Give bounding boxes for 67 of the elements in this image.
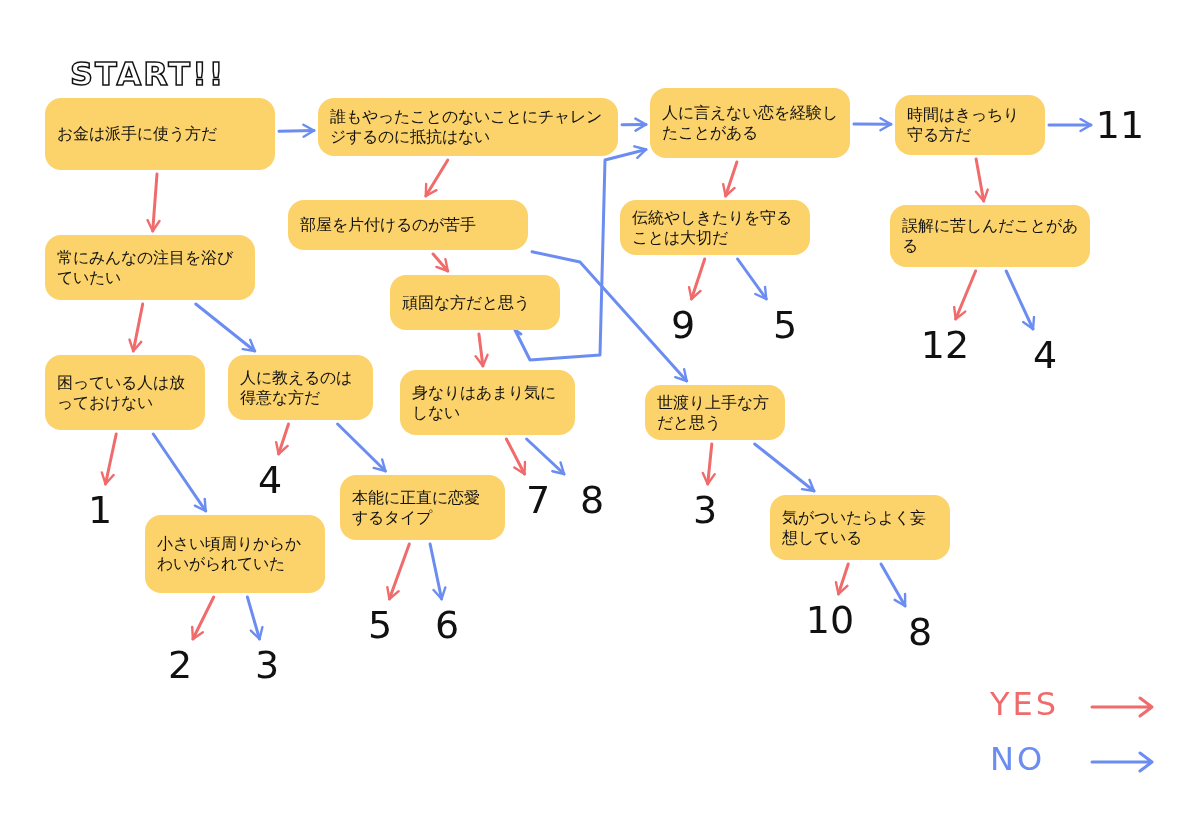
arrow xyxy=(146,172,161,233)
arrow xyxy=(275,422,290,456)
arrow xyxy=(525,437,566,476)
result-number: 3 xyxy=(680,488,730,532)
result-number: 4 xyxy=(245,458,295,502)
question-box: 頑固な方だと思う xyxy=(390,275,560,330)
question-box: お金は派手に使う方だ xyxy=(45,98,275,170)
arrow xyxy=(974,157,989,203)
question-box: 本能に正直に恋愛するタイプ xyxy=(340,475,505,540)
result-number: 3 xyxy=(242,643,292,687)
arrow xyxy=(701,442,716,486)
arrow xyxy=(424,158,450,198)
question-box: 常にみんなの注目を浴びていたい xyxy=(45,235,255,300)
result-number: 8 xyxy=(895,610,945,654)
result-number: 12 xyxy=(915,323,975,367)
arrow xyxy=(620,117,648,132)
question-box: 身なりはあまり気にしない xyxy=(400,370,575,435)
result-number: 4 xyxy=(1020,333,1070,377)
question-box: 世渡り上手な方だと思う xyxy=(645,385,785,440)
arrow xyxy=(277,123,316,138)
arrow xyxy=(474,332,489,368)
question-box: 人に言えない恋を経験したことがある xyxy=(650,88,850,158)
legend-label: YES xyxy=(990,685,1060,723)
legend-label: NO xyxy=(990,740,1046,778)
question-box: 伝統やしきたりを守ることは大切だ xyxy=(620,200,810,255)
question-box: 誰もやったことのないことにチャレンジするのに抵抗はない xyxy=(318,98,618,156)
arrow xyxy=(386,542,411,601)
result-number: 9 xyxy=(658,303,708,347)
arrow xyxy=(879,562,907,608)
arrow xyxy=(736,257,768,301)
arrow xyxy=(128,302,145,353)
question-box: 気がついたらよく妄想している xyxy=(770,495,950,560)
arrow xyxy=(151,432,208,513)
arrow xyxy=(722,160,739,198)
question-box: 人に教えるのは得意な方だ xyxy=(228,355,373,420)
arrow xyxy=(428,542,447,601)
arrow xyxy=(753,442,816,493)
result-number: 7 xyxy=(513,478,563,522)
arrow xyxy=(953,269,978,321)
result-number: 5 xyxy=(355,603,405,647)
arrow xyxy=(191,595,216,641)
arrow xyxy=(100,432,118,486)
result-number: 2 xyxy=(155,643,205,687)
result-number: 6 xyxy=(422,603,472,647)
result-number: 5 xyxy=(760,303,810,347)
arrow xyxy=(834,562,850,596)
question-box: 困っている人は放っておけない xyxy=(45,355,205,430)
arrow xyxy=(513,145,648,362)
result-number: 1 xyxy=(75,488,125,532)
arrow xyxy=(194,302,257,353)
arrow xyxy=(245,595,264,641)
result-number: 11 xyxy=(1095,103,1145,147)
arrow xyxy=(336,422,387,473)
arrow xyxy=(530,250,689,383)
arrow xyxy=(1004,269,1036,331)
arrow xyxy=(431,252,450,273)
question-box: 部屋を片付けるのが苦手 xyxy=(288,200,528,250)
arrow xyxy=(1047,117,1093,133)
result-number: 10 xyxy=(800,598,860,642)
question-box: 誤解に苦しんだことがある xyxy=(890,205,1090,267)
result-number: 8 xyxy=(567,478,617,522)
question-box: 小さい頃周りからかわいがられていた xyxy=(145,515,325,593)
question-box: 時間はきっちり守る方だ xyxy=(895,95,1045,155)
arrow xyxy=(687,257,707,301)
title: START!! xyxy=(70,55,226,93)
arrow xyxy=(852,117,893,132)
arrow xyxy=(504,437,527,476)
